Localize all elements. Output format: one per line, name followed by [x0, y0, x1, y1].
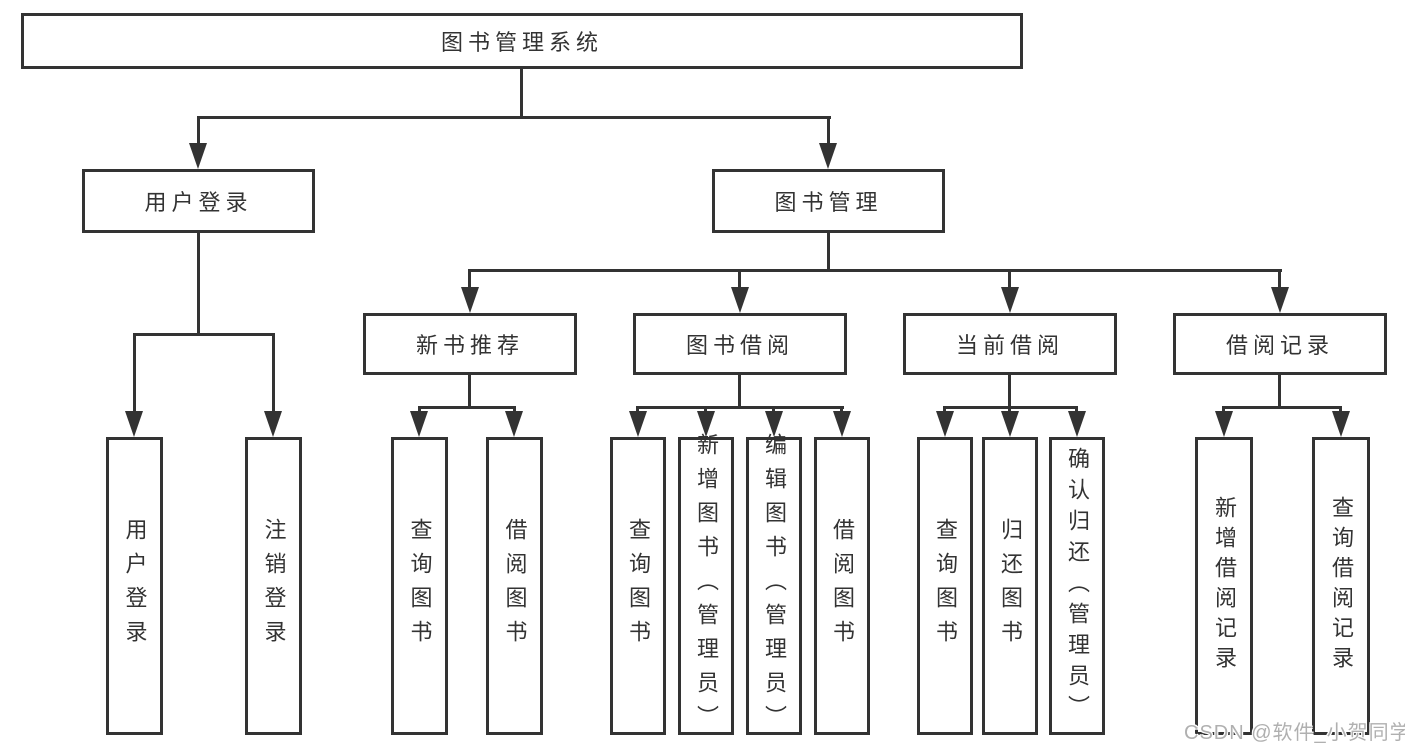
connector-line [636, 406, 639, 414]
connector-line [468, 269, 1282, 272]
leaf-label: 新增借阅记录 [1212, 496, 1237, 676]
leaf-label: 查询图书 [407, 518, 433, 654]
connector-line [197, 116, 200, 146]
connector-line [133, 333, 136, 413]
leaf-query-books-current: 查询图书 [917, 437, 973, 735]
connector-line [197, 116, 831, 119]
node-label: 用户登录 [144, 190, 253, 215]
leaf-user-login: 用户登录 [106, 437, 163, 735]
connector-line [1075, 406, 1078, 414]
connector-line [943, 406, 946, 414]
connector-line [272, 333, 275, 413]
connector-line [1008, 375, 1011, 408]
arrow-down-icon [264, 411, 282, 437]
connector-line [772, 406, 775, 414]
node-new-book-recommendation: 新书推荐 [363, 313, 577, 375]
leaf-add-borrow-record: 新增借阅记录 [1195, 437, 1253, 735]
connector-line [738, 375, 741, 408]
leaf-label: 借阅图书 [502, 518, 528, 654]
leaf-add-books-admin: 新增图书（管理员） [678, 433, 734, 739]
csdn-watermark: CSDN @软件_小贺同学 [1184, 722, 1405, 744]
leaf-edit-books-admin: 编辑图书（管理员） [746, 433, 802, 739]
arrow-down-icon [819, 143, 837, 169]
arrow-down-icon [1001, 287, 1019, 313]
arrow-down-icon [410, 411, 428, 437]
node-label: 图书借阅 [685, 333, 794, 358]
connector-line [133, 333, 275, 336]
connector-line [418, 406, 421, 414]
connector-line [197, 233, 200, 336]
node-label: 当前借阅 [955, 333, 1064, 358]
node-user-login: 用户登录 [82, 169, 315, 233]
arrow-down-icon [731, 287, 749, 313]
connector-line [1278, 375, 1281, 408]
leaf-label: 查询图书 [933, 518, 958, 654]
connector-line [704, 406, 707, 414]
leaf-logout: 注销登录 [245, 437, 302, 735]
node-label: 图书管理系统 [440, 30, 603, 55]
leaf-label: 查询图书 [626, 518, 651, 654]
arrow-down-icon [1271, 287, 1289, 313]
node-borrowing-records: 借阅记录 [1173, 313, 1387, 375]
leaf-query-borrow-record: 查询借阅记录 [1312, 437, 1370, 735]
connector-line [1222, 406, 1225, 414]
node-label: 图书管理 [774, 190, 883, 215]
node-current-borrowing: 当前借阅 [903, 313, 1117, 375]
connector-line [827, 116, 830, 146]
connector-line [1222, 406, 1342, 409]
connector-line [468, 269, 471, 291]
leaf-label: 注销登录 [261, 518, 287, 654]
leaf-confirm-return-admin: 确认归还（管理员） [1049, 437, 1105, 735]
connector-line [840, 406, 843, 414]
arrow-down-icon [505, 411, 523, 437]
leaf-label: 借阅图书 [830, 518, 855, 654]
leaf-label: 用户登录 [122, 518, 148, 654]
connector-line [1339, 406, 1342, 414]
leaf-label: 归还图书 [998, 518, 1023, 654]
connector-line [738, 269, 741, 291]
connector-line [513, 406, 516, 414]
arrow-down-icon [125, 411, 143, 437]
arrow-down-icon [1001, 411, 1019, 437]
leaf-query-books-borrow: 查询图书 [610, 437, 666, 735]
connector-line [468, 375, 471, 408]
node-library-management-system: 图书管理系统 [21, 13, 1023, 69]
leaf-label: 编辑图书（管理员） [762, 433, 787, 739]
arrow-down-icon [629, 411, 647, 437]
connector-line [520, 69, 523, 119]
arrow-down-icon [1215, 411, 1233, 437]
arrow-down-icon [697, 411, 715, 437]
leaf-label: 确认归还（管理员） [1065, 446, 1090, 726]
arrow-down-icon [1332, 411, 1350, 437]
node-book-management: 图书管理 [712, 169, 945, 233]
arrow-down-icon [461, 287, 479, 313]
leaf-borrow-books-recommend: 借阅图书 [486, 437, 543, 735]
connector-line [827, 233, 830, 272]
leaf-borrow-books: 借阅图书 [814, 437, 870, 735]
node-label: 新书推荐 [415, 333, 524, 358]
leaf-label: 新增图书（管理员） [694, 433, 719, 739]
node-label: 借阅记录 [1225, 333, 1334, 358]
arrow-down-icon [189, 143, 207, 169]
arrow-down-icon [765, 411, 783, 437]
arrow-down-icon [833, 411, 851, 437]
connector-line [636, 406, 844, 409]
node-book-borrowing: 图书借阅 [633, 313, 847, 375]
connector-line [1278, 269, 1281, 291]
leaf-query-books-recommend: 查询图书 [391, 437, 448, 735]
leaf-return-books: 归还图书 [982, 437, 1038, 735]
leaf-label: 查询借阅记录 [1329, 496, 1354, 676]
connector-line [418, 406, 515, 409]
connector-line [1008, 269, 1011, 291]
arrow-down-icon [1068, 411, 1086, 437]
connector-line [1008, 406, 1011, 414]
arrow-down-icon [936, 411, 954, 437]
